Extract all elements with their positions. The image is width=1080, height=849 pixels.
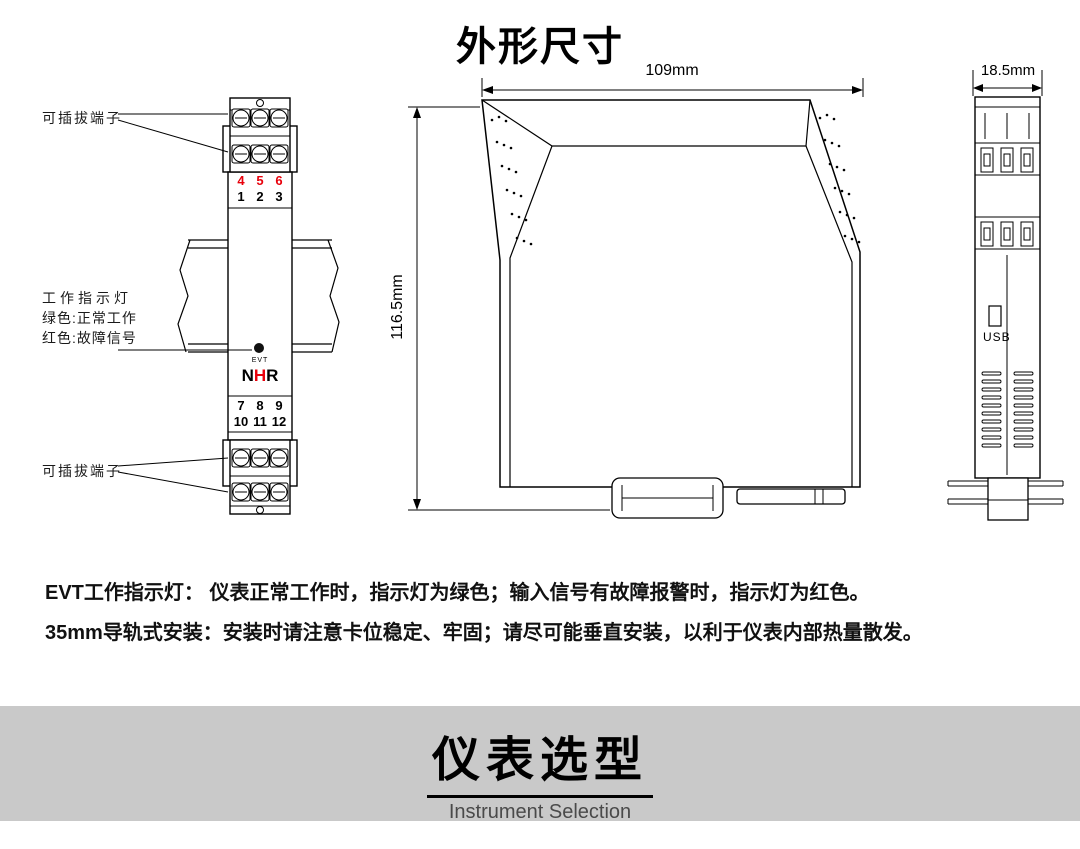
rail-clip-details xyxy=(621,485,824,511)
terminal-number-2: 2 xyxy=(256,189,264,204)
housing-inner-lines xyxy=(481,99,853,487)
evt-led-indicator xyxy=(254,343,264,353)
height-dimension-label: 116.5mm xyxy=(389,274,406,340)
bottom-screw-terminals xyxy=(231,448,289,514)
vent-dots xyxy=(490,113,861,246)
rear-vent-slots xyxy=(981,371,1034,448)
depth-dimension-label: 18.5mm xyxy=(980,62,1036,79)
terminal-number-5: 5 xyxy=(256,173,264,188)
pluggable-terminal-label-bottom: 可插拔端子 xyxy=(42,463,122,479)
terminal-number-1: 1 xyxy=(237,189,245,204)
terminal-number-8: 8 xyxy=(256,398,264,413)
width-arrow-left xyxy=(482,86,493,94)
page-title: 外形尺寸 xyxy=(456,25,624,69)
height-arrow-bottom xyxy=(413,499,421,510)
leader-lines xyxy=(117,113,252,493)
depth-dimension-line xyxy=(972,70,1043,96)
depth-arrow-left xyxy=(973,84,983,92)
note-rail-mounting: 35mm导轨式安装：安装时请注意卡位稳定、牢固；请尽可能垂直安装，以利于仪表内部… xyxy=(45,622,923,644)
evt-led-label: EVT xyxy=(251,357,269,364)
terminal-number-7: 7 xyxy=(237,398,245,413)
terminal-number-11: 11 xyxy=(253,414,267,429)
section-subtitle: Instrument Selection xyxy=(448,801,632,823)
usb-label: USB xyxy=(983,330,1011,344)
nhr-logo-r: R xyxy=(266,366,279,385)
rear-view-drawing xyxy=(947,70,1064,521)
nhr-logo: NHR xyxy=(234,366,286,386)
depth-arrow-right xyxy=(1032,84,1042,92)
indicator-label-title: 工作指示灯 xyxy=(42,290,132,306)
terminal-number-3: 3 xyxy=(275,189,283,204)
indicator-label-red: 红色:故障信号 xyxy=(42,330,137,346)
indicator-label-green: 绿色:正常工作 xyxy=(42,310,137,326)
front-view-drawing xyxy=(117,97,340,515)
nhr-logo-h: H xyxy=(253,366,267,385)
rear-foot xyxy=(987,477,1029,521)
terminal-number-4: 4 xyxy=(237,173,245,188)
note-evt-indicator: EVT工作指示灯： 仪表正常工作时，指示灯为绿色；输入信号有故障报警时，指示灯为… xyxy=(45,582,870,604)
top-screw-terminals xyxy=(231,99,289,164)
height-dimension-line xyxy=(408,106,610,511)
terminal-number-6: 6 xyxy=(275,173,283,188)
section-title: 仪表选型 xyxy=(431,734,648,787)
width-arrow-right xyxy=(852,86,863,94)
width-dimension-line xyxy=(481,78,864,97)
terminal-number-9: 9 xyxy=(275,398,283,413)
side-profile-drawing xyxy=(408,78,864,519)
nhr-logo-n: N xyxy=(241,366,254,385)
terminal-number-12: 12 xyxy=(271,414,287,429)
rear-terminal-sockets xyxy=(980,147,1034,247)
height-arrow-top xyxy=(413,107,421,118)
terminal-number-10: 10 xyxy=(233,414,249,429)
width-dimension-label: 109mm xyxy=(645,62,699,79)
rear-body-lines xyxy=(975,106,1040,475)
section-banner: 仪表选型 Instrument Selection xyxy=(0,706,1080,823)
housing-outline xyxy=(481,99,861,488)
section-title-underline xyxy=(427,795,653,798)
pluggable-terminal-label-top: 可插拔端子 xyxy=(42,110,122,126)
usb-port xyxy=(988,305,1002,327)
